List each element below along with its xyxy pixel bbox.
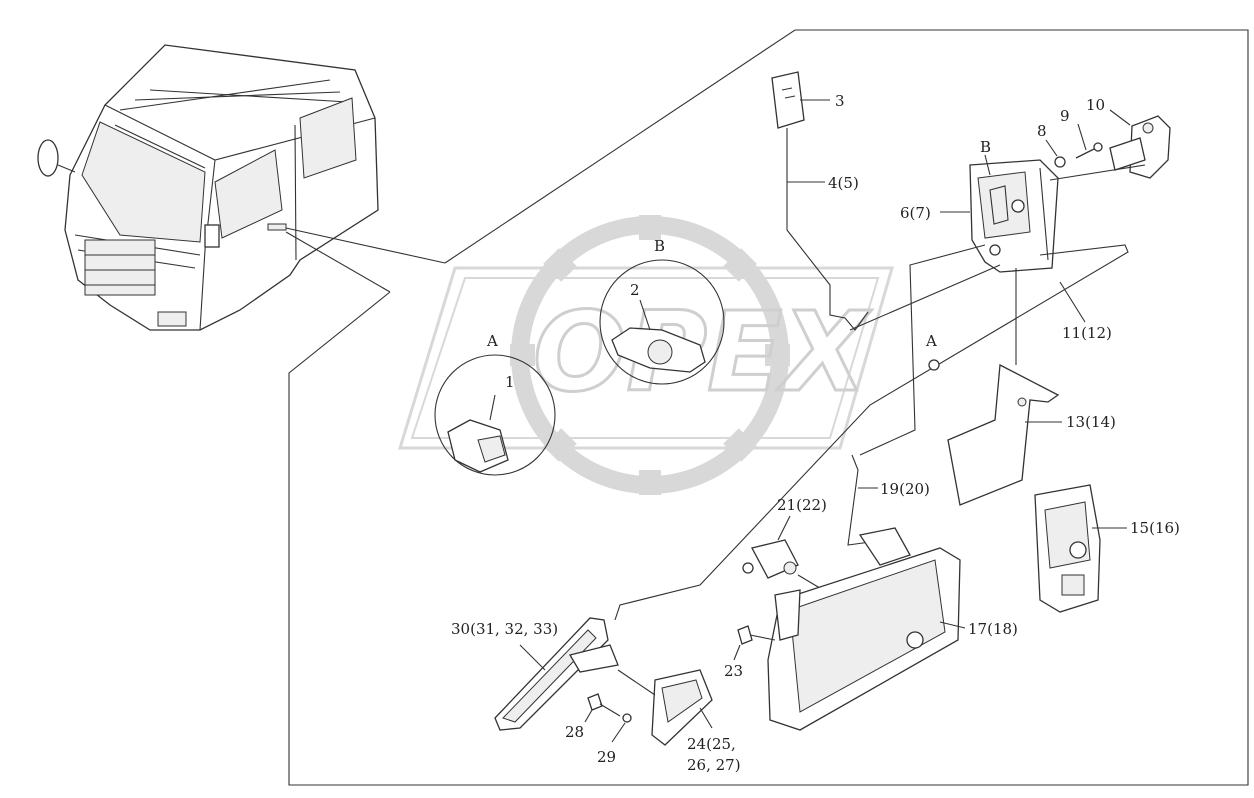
part-15-actuator: [1034, 484, 1127, 613]
callout-21: 21(22): [777, 496, 827, 514]
callout-28: 28: [565, 723, 584, 741]
part-13-plate: [947, 363, 1062, 506]
callout-11: 11(12): [1062, 324, 1112, 342]
part-23-bolt: [733, 625, 776, 661]
part-3-lock-knob: [771, 71, 830, 129]
callout-9: 9: [1060, 107, 1070, 125]
detail-label-b: B: [654, 237, 665, 255]
part-10-striker: [1109, 109, 1171, 179]
lock-connector-lines: [849, 164, 1146, 456]
callout-15: 15(16): [1130, 519, 1180, 537]
detail-circle-a: [434, 354, 556, 476]
cab-leader-lines: [285, 227, 446, 293]
callout-10: 10: [1086, 96, 1105, 114]
callout-13: 13(14): [1066, 413, 1116, 431]
callout-24-line1: 24(25,: [687, 735, 736, 753]
detail-label-b-lock: B: [980, 138, 991, 156]
callout-29: 29: [597, 748, 616, 766]
part-4-lock-rod: [786, 128, 869, 331]
part-11-rod: [614, 244, 1129, 621]
part-29-washer: [611, 713, 632, 743]
part-21-key-cylinder: [742, 515, 841, 601]
part-24-bracket: [617, 669, 713, 746]
callout-23: 23: [724, 662, 743, 680]
callout-1: 1: [505, 373, 515, 391]
truck-cab-illustration: [37, 44, 379, 331]
detail-circle-b: [599, 259, 725, 385]
callout-6: 6(7): [900, 204, 931, 222]
callout-3: 3: [835, 92, 845, 110]
callout-2: 2: [630, 281, 640, 299]
part-30-inside-handle: [494, 617, 619, 731]
callout-8: 8: [1037, 122, 1047, 140]
view-frame: [288, 29, 1249, 786]
leader-b-to-lock: [984, 154, 991, 176]
callout-4: 4(5): [828, 174, 859, 192]
callout-19: 19(20): [880, 480, 930, 498]
detail-label-a: A: [486, 332, 498, 350]
detail-label-a-clip: A: [925, 332, 937, 350]
part-6-door-lock-assembly: [940, 159, 1059, 273]
part-9-screw: [1075, 123, 1103, 159]
watermark-gear-logo: [397, 215, 894, 495]
part-28-screw: [584, 693, 621, 723]
callout-24-line2: 26, 27): [687, 756, 741, 774]
clip-a-marker: [928, 359, 940, 371]
part-17-outside-handle: [767, 527, 966, 731]
part-8-washer: [1045, 139, 1066, 168]
callout-30: 30(31, 32, 33): [451, 620, 558, 638]
callout-17: 17(18): [968, 620, 1018, 638]
